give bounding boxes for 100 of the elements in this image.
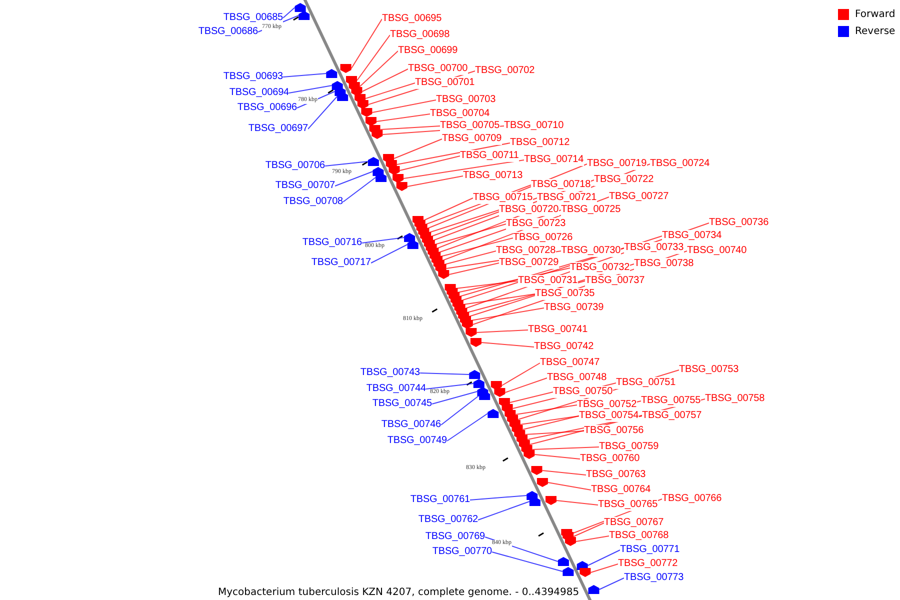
gene-label: TBSG_00735 <box>535 288 595 300</box>
leader-line <box>524 430 584 435</box>
leader-line <box>406 176 464 187</box>
gene-label: TBSG_00762 <box>418 514 478 526</box>
gene-block <box>365 117 376 126</box>
gene-block <box>546 496 556 505</box>
gene-label: TBSG_00767 <box>604 517 664 529</box>
gene-label: TBSG_00746 <box>381 419 441 431</box>
leader-line <box>440 395 480 426</box>
gene-label: TBSG_00752 <box>577 399 637 411</box>
leader-line <box>350 18 382 69</box>
gene-label: TBSG_00763 <box>586 469 646 481</box>
gene-label: TBSG_00741 <box>528 324 588 336</box>
leader-line <box>428 210 500 233</box>
gene-label: TBSG_00734 <box>662 230 722 242</box>
leader-line <box>434 224 506 245</box>
gene-label: TBSG_00743 <box>360 367 420 379</box>
legend-label: Forward <box>855 9 896 21</box>
leader-line <box>598 578 624 590</box>
leader-line <box>542 470 586 476</box>
leader-line <box>476 330 528 333</box>
gene-label: TBSG_00731 <box>518 275 578 287</box>
gene-block <box>564 537 576 546</box>
leader-line <box>492 552 564 572</box>
gene-label: TBSG_00740 <box>687 245 747 257</box>
gene-block <box>407 240 418 249</box>
gene-label: TBSG_00756 <box>584 425 644 437</box>
gene-label: TBSG_00745 <box>372 398 432 410</box>
gene-label: TBSG_00694 <box>229 87 289 99</box>
gene-label: TBSG_00702 <box>475 65 535 77</box>
leader-line <box>478 501 530 520</box>
gene-label: TBSG_00755 <box>641 395 701 407</box>
leader-line <box>356 34 390 81</box>
leader-line <box>399 156 460 171</box>
leader-line <box>444 250 496 265</box>
gene-label: TBSG_00711 <box>460 150 519 162</box>
gene-block <box>357 100 368 109</box>
leader-line <box>288 85 332 94</box>
leader-line <box>448 262 500 275</box>
gene-label: TBSG_00750 <box>553 386 613 398</box>
gene-label: TBSG_00693 <box>223 71 283 83</box>
gene-label: TBSG_00723 <box>506 218 566 230</box>
leader-line <box>515 404 578 415</box>
gene-block <box>494 388 506 397</box>
gene-block <box>361 108 372 117</box>
gene-block <box>490 381 502 390</box>
leader-line <box>308 96 338 130</box>
gene-label: TBSG_00698 <box>390 29 450 41</box>
gene-label: TBSG_00737 <box>585 275 645 287</box>
gene-label: TBSG_00708 <box>283 196 343 208</box>
gene-block <box>529 497 540 506</box>
gene-label: TBSG_00707 <box>275 180 335 192</box>
gene-label: TBSG_00712 <box>510 137 570 149</box>
leader-line <box>394 138 442 159</box>
gene-label: TBSG_00728 <box>496 245 556 257</box>
gene-label: TBSG_00726 <box>513 232 573 244</box>
leader-line <box>403 160 524 179</box>
gene-label: TBSG_00748 <box>547 372 607 384</box>
gene-label: TBSG_00758 <box>705 393 765 405</box>
gene-label: TBSG_00733 <box>624 242 684 254</box>
gene-label: TBSG_00706 <box>265 160 325 172</box>
gene-label: TBSG_00715 <box>473 192 533 204</box>
leader-line <box>432 391 478 404</box>
leader-line <box>370 244 408 264</box>
leader-line <box>440 238 514 257</box>
gene-block <box>396 182 408 191</box>
gene-block <box>298 11 310 20</box>
leader-line <box>590 564 618 573</box>
gene-block <box>580 568 591 577</box>
gene-label: TBSG_00717 <box>311 257 371 269</box>
gene-label: TBSG_00713 <box>463 170 523 182</box>
leader-line <box>470 308 544 321</box>
leader-line <box>573 522 604 537</box>
leader-line <box>334 171 374 186</box>
gene-block <box>466 328 477 337</box>
gene-block <box>386 160 397 169</box>
leader-line <box>547 482 592 490</box>
gene-label: TBSG_00736 <box>709 217 769 229</box>
gene-label: TBSG_00739 <box>544 302 604 314</box>
leader-line <box>282 7 296 18</box>
gene-label: TBSG_00742 <box>534 341 594 353</box>
leader-line <box>520 416 580 425</box>
gene-block <box>351 87 362 96</box>
leader-line <box>575 536 610 542</box>
gene-label: TBSG_00685 <box>223 12 283 24</box>
gene-label: TBSG_00701 <box>415 77 475 89</box>
gene-label: TBSG_00718 <box>531 179 591 191</box>
gene-label: TBSG_00720 <box>499 204 559 216</box>
gene-label: TBSG_00729 <box>499 257 559 269</box>
gene-block <box>340 64 352 73</box>
leader-line <box>296 91 336 108</box>
leader-line <box>501 362 540 386</box>
leader-line <box>342 177 376 202</box>
leader-line <box>324 161 368 166</box>
gene-label: TBSG_00697 <box>248 123 308 135</box>
gene-label: TBSG_00772 <box>618 558 678 570</box>
leader-line <box>362 68 408 92</box>
gene-block <box>524 450 535 459</box>
gene-label: TBSG_00747 <box>540 357 600 369</box>
gene-label: TBSG_00700 <box>408 63 468 75</box>
